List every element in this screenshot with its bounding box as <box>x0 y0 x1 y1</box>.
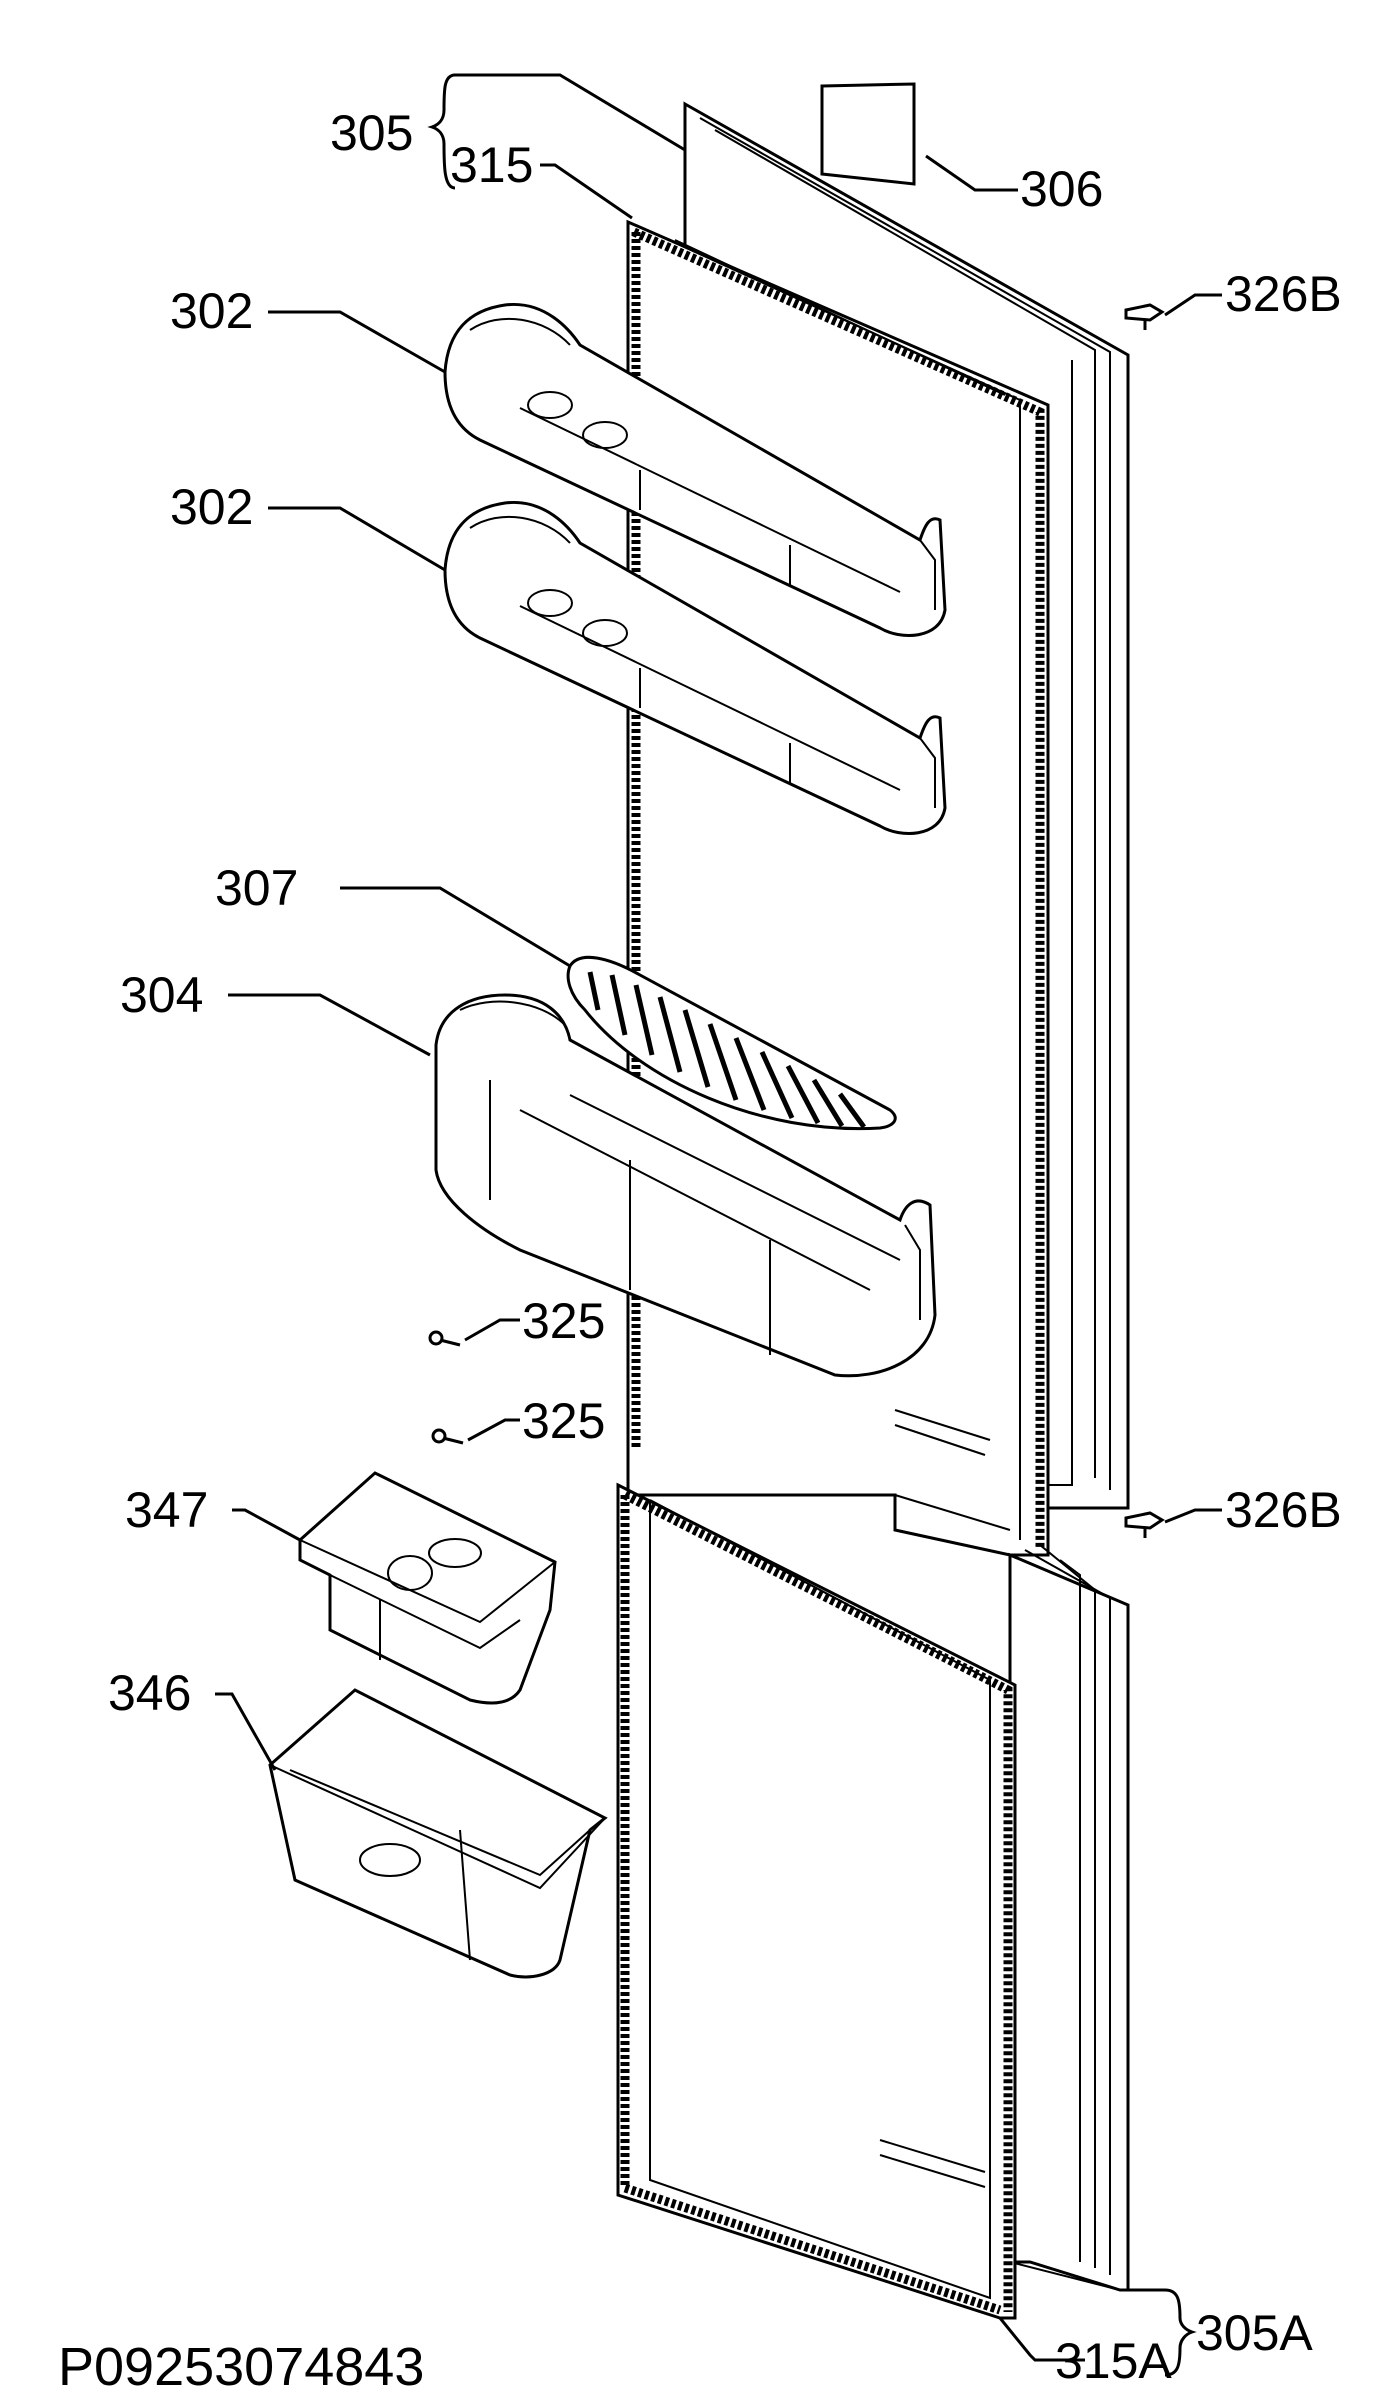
part-302-door-shelf-lower <box>443 501 947 835</box>
lower-door-assembly <box>616 1482 1130 2320</box>
document-code: P09253074843 <box>58 2337 424 2397</box>
part-302-door-shelf-upper <box>443 303 947 637</box>
part-325-screw-a <box>428 1330 461 1347</box>
label-326b-bottom: 326B <box>1225 1482 1342 1538</box>
label-315a: 315A <box>1055 2333 1172 2389</box>
label-325-b: 325 <box>522 1393 605 1449</box>
label-304: 304 <box>120 967 203 1023</box>
upper-door-gasket <box>632 227 1045 1548</box>
label-302-lower: 302 <box>170 479 253 535</box>
label-307: 307 <box>215 860 298 916</box>
lower-door-liner <box>616 1482 1017 2320</box>
label-302-upper: 302 <box>170 283 253 339</box>
part-304-bottle-shelf <box>434 993 937 1378</box>
part-346-open-container <box>268 1688 608 1979</box>
label-346: 346 <box>108 1665 191 1721</box>
leader-lines <box>215 73 1222 2377</box>
part-326b-hinge-bottom <box>1124 1511 1165 1538</box>
label-315: 315 <box>450 137 533 193</box>
label-306: 306 <box>1020 161 1103 217</box>
label-305: 305 <box>330 105 413 161</box>
label-325-a: 325 <box>522 1293 605 1349</box>
part-326b-hinge-top <box>1124 303 1165 330</box>
part-325-screw-b <box>431 1428 464 1445</box>
part-307-hatched-insert <box>566 955 897 1131</box>
lower-door-gasket <box>622 1490 1013 2312</box>
part-306-label-plate <box>820 82 916 186</box>
label-305a: 305A <box>1196 2305 1313 2361</box>
part-labels: 305 315 306 326B 302 302 307 304 325 325… <box>58 105 1342 2397</box>
label-326b-top: 326B <box>1225 266 1342 322</box>
label-347: 347 <box>125 1482 208 1538</box>
part-347-lidded-container <box>298 1471 557 1705</box>
